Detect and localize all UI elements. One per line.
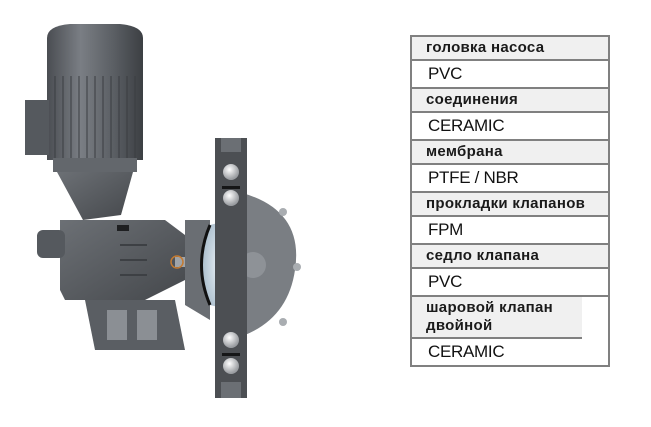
materials-spec-table: головка насоса PVC соединения CERAMIC ме…	[410, 35, 610, 367]
spec-label-valve-gaskets: прокладки клапанов	[412, 193, 608, 217]
pump-illustration	[25, 20, 325, 410]
spec-value-valve-seat: PVC	[412, 269, 608, 297]
spec-value-double-ball-valve: CERAMIC	[412, 339, 608, 365]
spec-label-connections: соединения	[412, 89, 608, 113]
spec-value-connections: CERAMIC	[412, 113, 608, 141]
spec-value-membrane: PTFE / NBR	[412, 165, 608, 193]
spec-value-valve-gaskets: FPM	[412, 217, 608, 245]
pump-cutaway-image	[25, 24, 301, 398]
spec-label-membrane: мембрана	[412, 141, 608, 165]
spec-label-double-ball-valve: шаровой клапан двойной	[412, 297, 582, 339]
spec-value-pump-head: PVC	[412, 61, 608, 89]
spec-label-valve-seat: седло клапана	[412, 245, 608, 269]
spec-label-pump-head: головка насоса	[412, 37, 608, 61]
